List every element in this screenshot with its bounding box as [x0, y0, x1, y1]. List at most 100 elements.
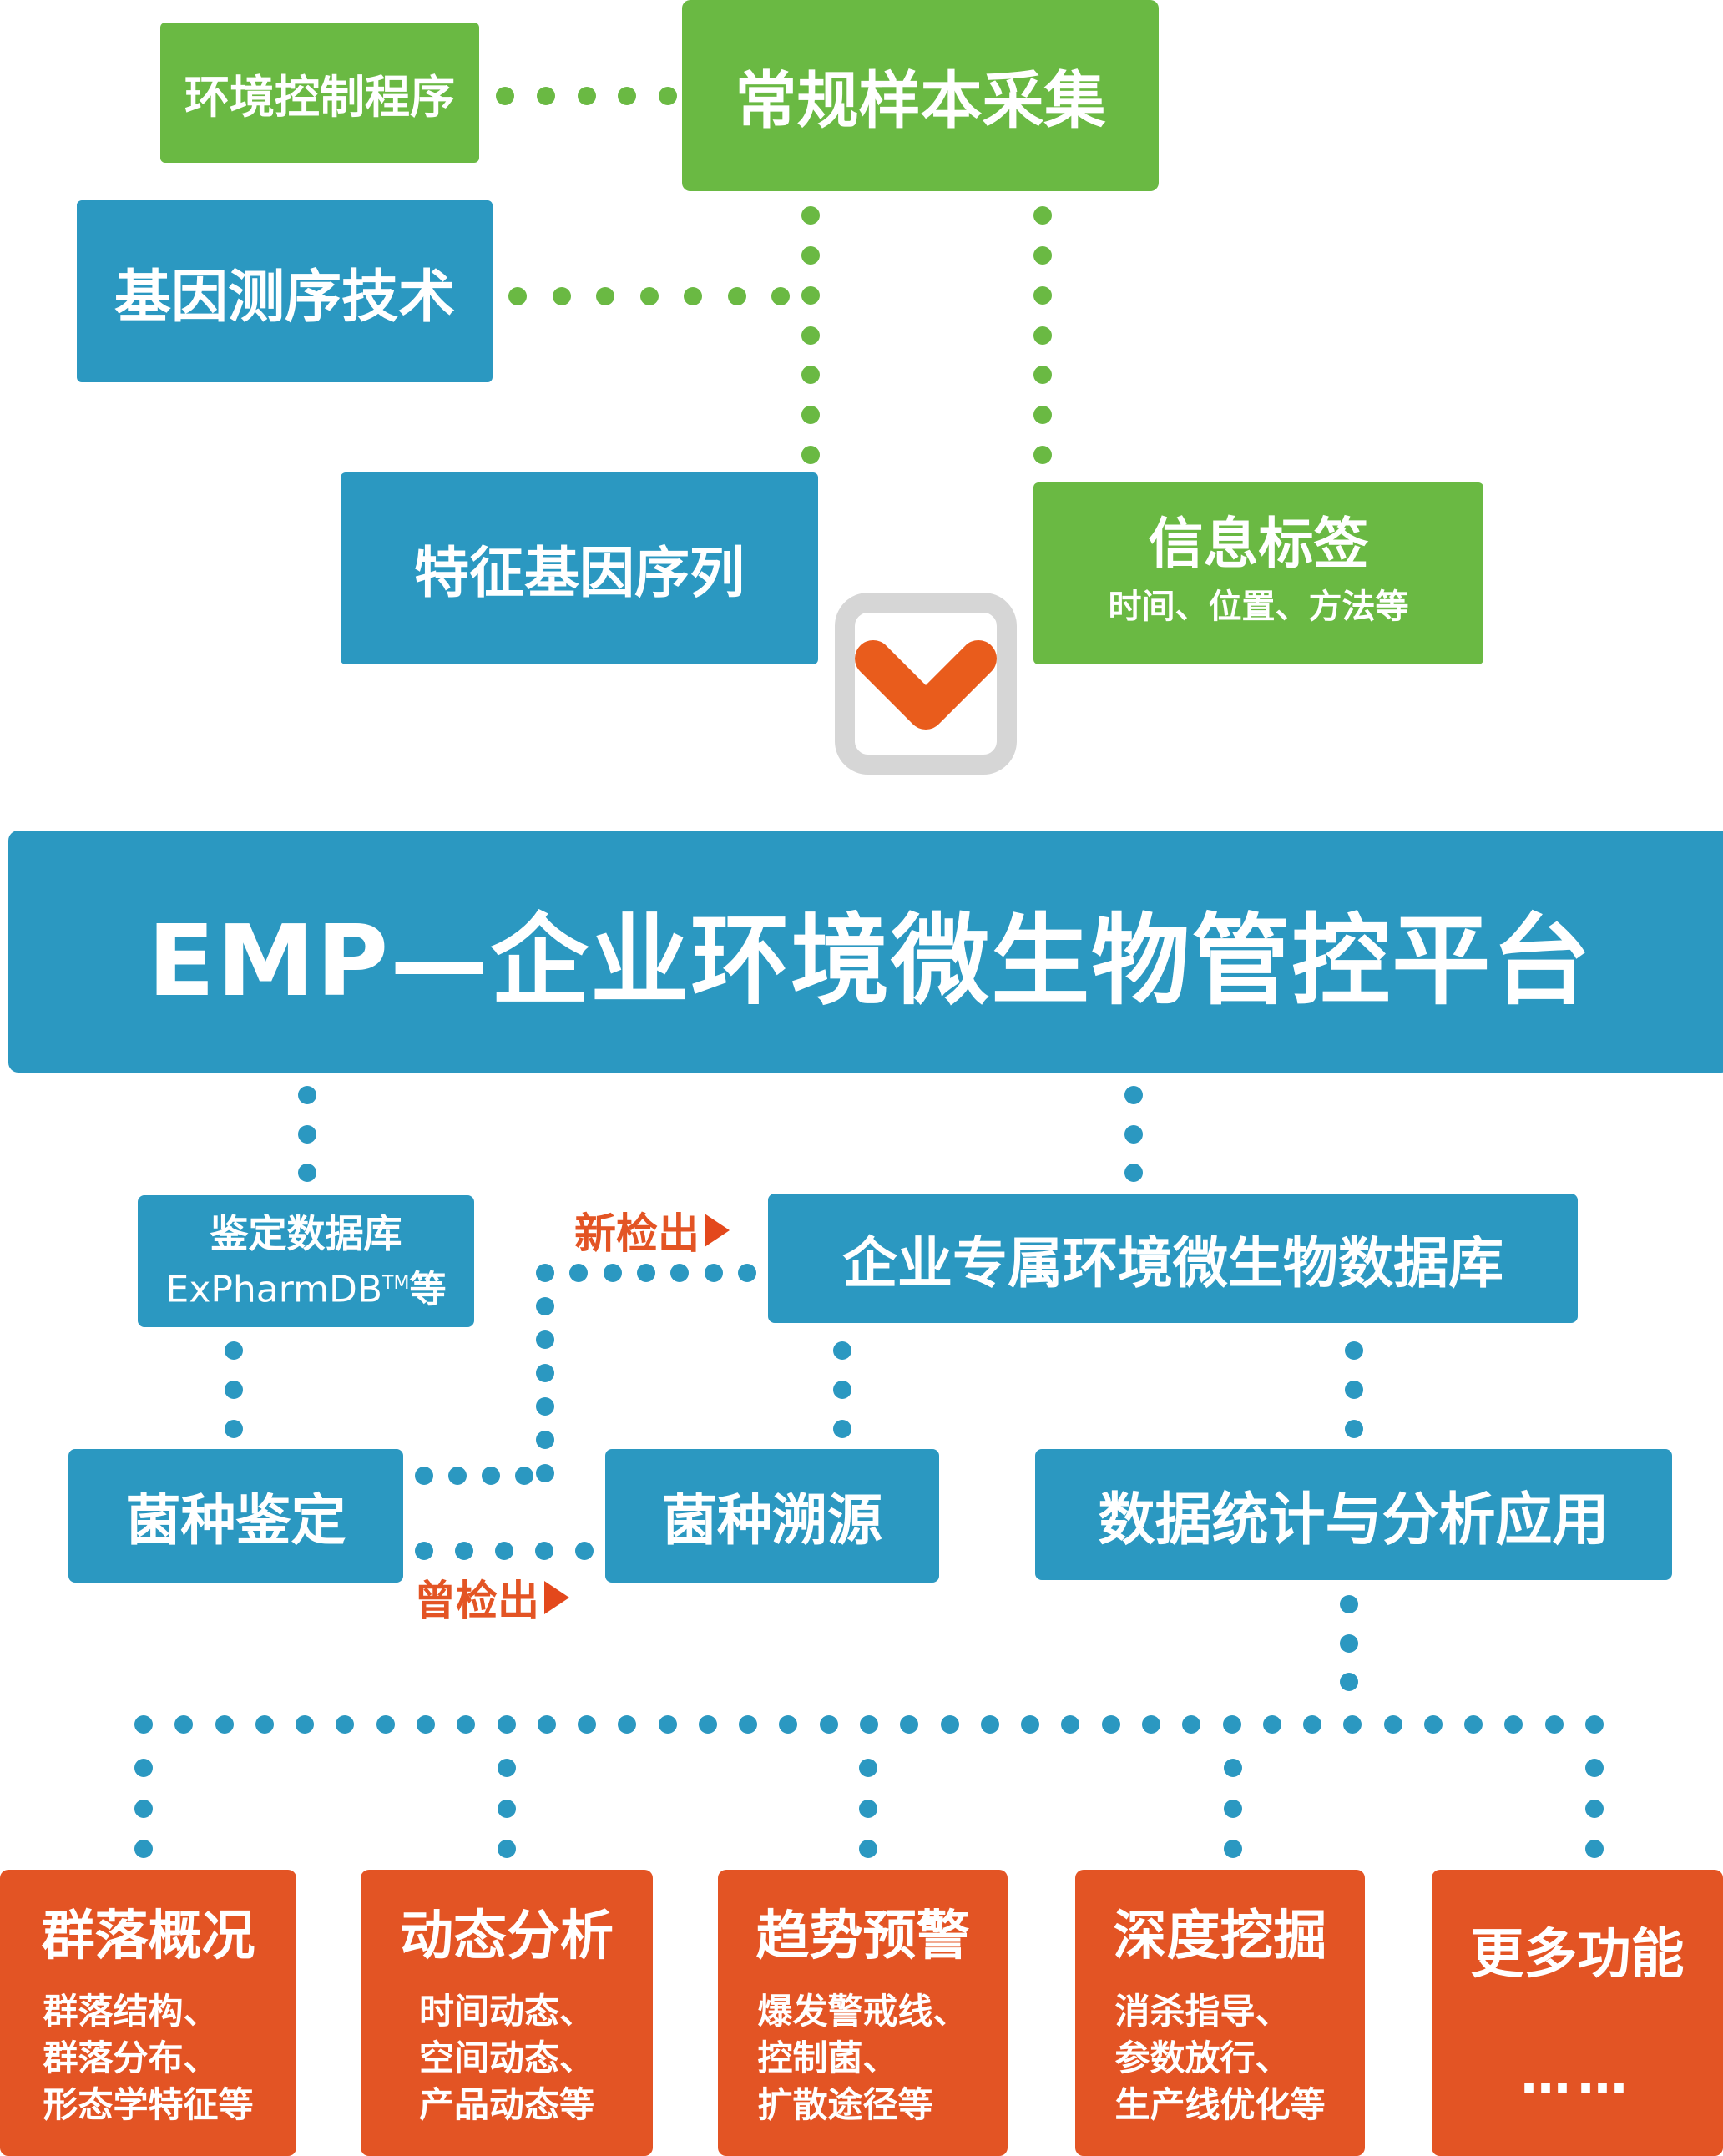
connector-dot: [739, 1715, 758, 1734]
function-items: 消杀指导、 参数放行、 生产线优化等: [1114, 1988, 1325, 2128]
connector-dot: [1033, 366, 1052, 385]
previously-detected-label: 曾检出: [414, 1568, 569, 1628]
id-database-line1: 鉴定数据库: [210, 1211, 402, 1257]
connector-dot: [727, 287, 746, 305]
connector-dot: [457, 1715, 476, 1734]
connector-dot: [639, 287, 659, 305]
connector-dot: [536, 1464, 554, 1482]
connector-dot: [577, 87, 596, 105]
connector-dot: [1124, 1124, 1143, 1144]
connector-dot: [1504, 1715, 1523, 1734]
connector-dot: [1345, 1381, 1363, 1399]
play-triangle-icon: [705, 1214, 730, 1247]
connector-dot: [498, 1840, 516, 1858]
connector-dot: [1345, 1341, 1363, 1360]
connector-dot: [637, 1264, 655, 1282]
function-item: 群落分布、: [43, 2037, 219, 2078]
strain-identification-label: 菌种鉴定: [125, 1488, 346, 1553]
function-item: 参数放行、: [1114, 2037, 1291, 2078]
connector-dot: [1262, 1715, 1281, 1734]
function-title: 更多功能: [1470, 1923, 1685, 1986]
strain-identification-box: 菌种鉴定: [68, 1449, 403, 1583]
connector-dot: [536, 1397, 554, 1416]
connector-dot: [1101, 1715, 1120, 1734]
connector-dot: [536, 1330, 554, 1349]
chevron-down-icon: [855, 640, 997, 730]
function-item: 爆发警戒线、: [757, 1991, 968, 2032]
info-tag-title: 信息标签: [1148, 512, 1369, 576]
connector-dot: [940, 1715, 959, 1734]
connector-dot: [704, 1264, 723, 1282]
platform-title: EMP—企业环境微生物管控平台: [147, 902, 1593, 1018]
connector-dot: [684, 287, 702, 305]
connector-dot: [900, 1715, 919, 1734]
function-item: 空间动态、: [418, 2037, 594, 2078]
connector-dot: [1343, 1715, 1362, 1734]
function-box-more: 更多功能 ……: [1432, 1870, 1723, 2156]
connector-dot: [801, 245, 820, 265]
connector-dot: [1182, 1715, 1201, 1734]
function-title: 深度挖掘: [1113, 1906, 1327, 1967]
connector-dot: [455, 1542, 473, 1560]
connector-dot: [1340, 1595, 1358, 1613]
info-tag-box: 信息标签 时间、位置、方法等: [1033, 482, 1483, 664]
function-title: 动态分析: [400, 1906, 614, 1967]
connector-dot: [801, 446, 820, 464]
connector-dot: [801, 366, 820, 385]
connector-dot: [819, 1715, 838, 1734]
connector-dot: [1033, 326, 1052, 345]
connector-dot: [174, 1715, 194, 1734]
connector-dot: [771, 287, 790, 305]
connector-dot: [1033, 406, 1052, 425]
connector-dot: [618, 87, 637, 105]
info-tag-subtitle: 时间、位置、方法等: [1108, 588, 1409, 626]
function-item: 扩散途径等: [757, 2084, 933, 2125]
connector-dot: [1345, 1420, 1363, 1438]
connector-dot: [336, 1715, 355, 1734]
connector-dot: [1033, 285, 1052, 305]
connector-dot: [535, 1542, 553, 1560]
connector-dot: [1303, 1715, 1322, 1734]
new-detected-text: 新检出: [574, 1209, 700, 1258]
function-items: 时间动态、 空间动态、 产品动态等: [419, 1988, 594, 2128]
connector-dot: [1033, 245, 1052, 265]
connector-dot: [801, 206, 820, 225]
data-analysis-label: 数据统计与分析应用: [1098, 1487, 1609, 1553]
connector-dot: [618, 1715, 637, 1734]
connector-dot: [698, 1715, 717, 1734]
connector-dot: [498, 1759, 516, 1777]
connector-dot: [537, 1715, 556, 1734]
connector-dot: [134, 1840, 153, 1858]
gene-sequencing-label: 基因测序技术: [114, 264, 455, 331]
connector-dot: [833, 1420, 851, 1438]
connector-dot: [801, 285, 820, 305]
feature-gene-sequence-box: 特征基因序列: [341, 472, 818, 664]
connector-dot: [376, 1715, 395, 1734]
connector-dot: [1224, 1759, 1242, 1777]
connector-dot: [569, 1264, 589, 1282]
connector-dot: [225, 1381, 243, 1399]
connector-dot: [415, 1542, 433, 1560]
connector-dot: [1585, 1715, 1604, 1734]
function-items: 群落结构、 群落分布、 形态学特征等: [43, 1988, 253, 2128]
connector-dot: [1464, 1715, 1483, 1734]
previously-detected-text: 曾检出: [414, 1577, 539, 1625]
connector-dot: [1340, 1673, 1358, 1691]
connector-dot: [416, 1715, 435, 1734]
play-triangle-icon: [544, 1581, 569, 1614]
connector-dot: [578, 1715, 597, 1734]
new-detected-label: 新检出: [574, 1200, 730, 1260]
enterprise-db-box: 企业专属环境微生物数据库: [768, 1194, 1578, 1323]
connector-dot: [596, 287, 614, 305]
connector-dot: [134, 1799, 153, 1818]
connector-dot: [498, 1799, 516, 1818]
connector-dot: [515, 1467, 533, 1485]
routine-sampling-box: 常规样本采集: [682, 0, 1159, 191]
connector-dot: [298, 1164, 316, 1182]
connector-dot: [495, 1542, 513, 1560]
connector-dot: [298, 1124, 316, 1144]
function-box-deep-mining: 深度挖掘 消杀指导、 参数放行、 生产线优化等: [1075, 1870, 1365, 2156]
function-item: 群落结构、: [43, 1991, 219, 2032]
connector-dot: [508, 287, 527, 305]
connector-dot: [225, 1420, 243, 1438]
